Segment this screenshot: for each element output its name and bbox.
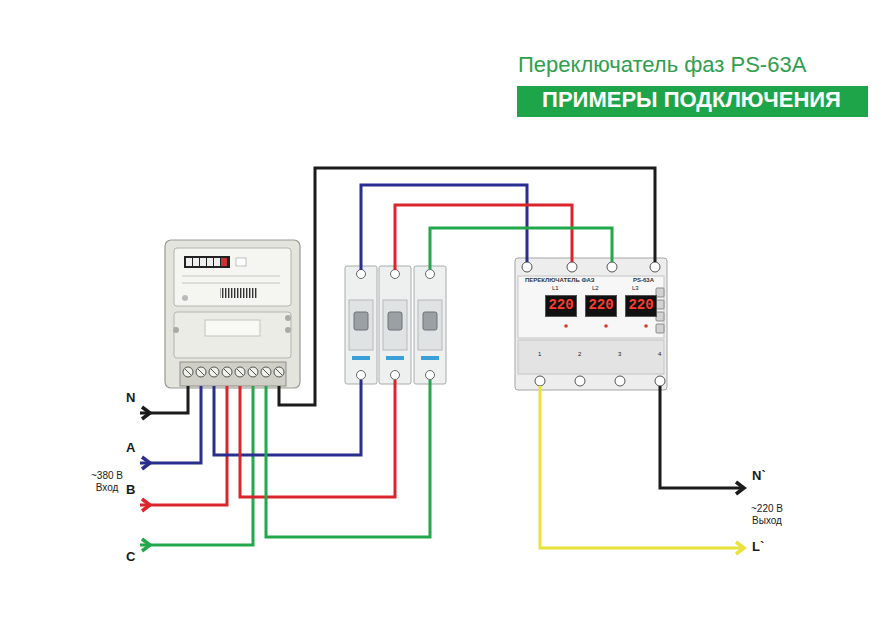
wire bbox=[240, 380, 395, 497]
voltage-display: 220 bbox=[585, 295, 617, 317]
wire-label: L` bbox=[752, 540, 764, 555]
wire bbox=[140, 386, 201, 463]
wire-arrow bbox=[142, 499, 150, 511]
circuit-breakers bbox=[345, 266, 446, 384]
channel-label: L2 bbox=[592, 285, 599, 292]
display-reading: 220 bbox=[628, 298, 653, 313]
channel-label: L3 bbox=[632, 285, 639, 292]
wire-arrow bbox=[736, 482, 744, 494]
terminal-number: 3 bbox=[618, 351, 621, 358]
channel-label: L1 bbox=[552, 285, 559, 292]
wire bbox=[140, 386, 253, 545]
device-label: PS-63A bbox=[633, 277, 654, 284]
wire-label: N bbox=[126, 391, 135, 406]
output-note: ~220 В Выход bbox=[742, 503, 792, 526]
wire bbox=[660, 386, 742, 488]
wire bbox=[279, 168, 655, 405]
wire-arrow bbox=[142, 539, 150, 551]
wire bbox=[395, 205, 572, 270]
wire bbox=[214, 380, 361, 455]
wire-label: B bbox=[126, 483, 135, 498]
wire-arrow bbox=[736, 542, 744, 554]
heading-text: ПРИМЕРЫ ПОДКЛЮЧЕНИЯ bbox=[542, 88, 841, 112]
voltage-display: 220 bbox=[545, 295, 577, 317]
wire-label: N` bbox=[752, 469, 766, 484]
terminal-number: 1 bbox=[538, 351, 541, 358]
wire-label: C bbox=[126, 550, 135, 565]
wire-arrow bbox=[142, 457, 150, 469]
wire bbox=[430, 228, 612, 270]
voltage-display: 220 bbox=[625, 295, 657, 317]
wire-arrow bbox=[142, 407, 150, 419]
display-reading: 220 bbox=[548, 298, 573, 313]
device-label: ПЕРЕКЛЮЧАТЕЛЬ ФАЗ bbox=[525, 277, 594, 284]
terminal-number: 4 bbox=[658, 351, 661, 358]
title: Переключатель фаз PS-63A bbox=[518, 52, 806, 78]
electricity-meter bbox=[165, 240, 300, 388]
phase-switch-device: ПЕРЕКЛЮЧАТЕЛЬ ФАЗ PS-63A 220 220 220 bbox=[515, 258, 667, 390]
input-note: ~380 В Вход bbox=[82, 470, 132, 493]
display-reading: 220 bbox=[588, 298, 613, 313]
phase-switch-body bbox=[515, 258, 667, 390]
wire-label: A bbox=[126, 441, 135, 456]
terminal-number: 2 bbox=[578, 351, 581, 358]
heading-band: ПРИМЕРЫ ПОДКЛЮЧЕНИЯ bbox=[517, 86, 868, 117]
wire bbox=[540, 386, 742, 548]
